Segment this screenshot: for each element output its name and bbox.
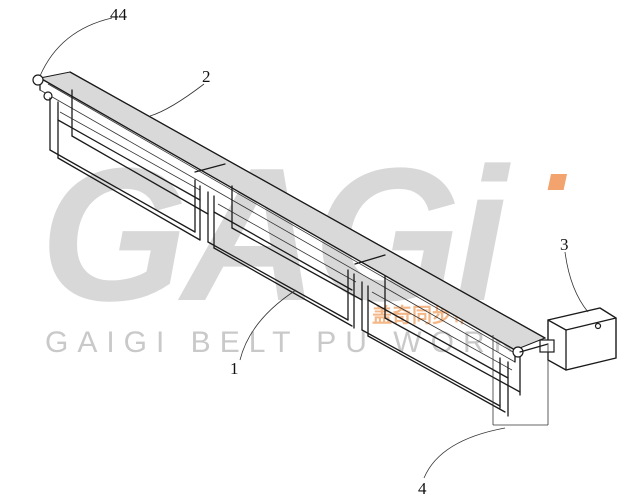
watermark-accent: [547, 174, 568, 190]
callout-4: 4: [418, 479, 427, 498]
callout-2: 2: [202, 67, 211, 86]
detail-box: [492, 335, 549, 426]
conveyor-belt: [32, 71, 547, 363]
leader-lines: [39, 17, 589, 479]
watermark-subtitle: GAIGI BELT PU WORK: [45, 326, 523, 359]
callout-1: 1: [230, 359, 239, 378]
callouts: 44 2 3 1 4: [110, 5, 569, 498]
leg-frame-1: [49, 89, 209, 241]
callout-3: 3: [560, 235, 569, 254]
leg-frame-3: [361, 275, 524, 417]
watermark: GAGi GAIGI BELT PU WORK 盖奇同步带轮: [40, 129, 568, 359]
callout-44: 44: [110, 5, 128, 24]
leg-frame-2: [207, 185, 363, 329]
